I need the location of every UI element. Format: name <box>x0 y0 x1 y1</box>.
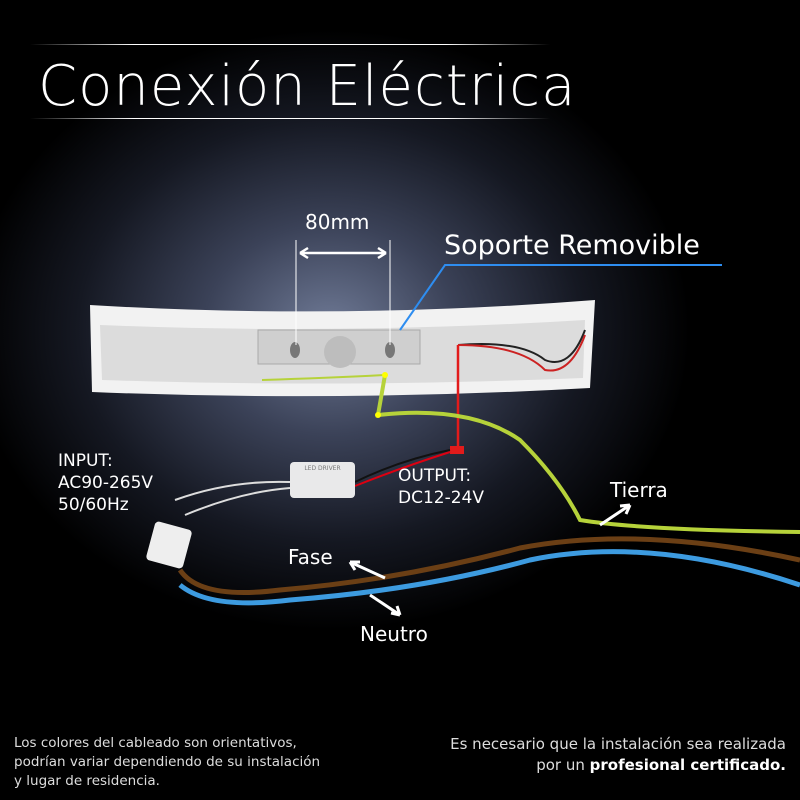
mounting-hole <box>290 342 300 358</box>
led-driver: LED DRIVER <box>290 462 355 498</box>
phase-wire <box>177 536 800 595</box>
output-voltage: DC12-24V <box>398 488 484 508</box>
internal-black-wire <box>457 329 586 363</box>
internal-earth-wire <box>261 374 386 381</box>
neutro-arrow <box>369 593 402 617</box>
neutral-label: Neutro <box>360 622 428 646</box>
dimension-label: 80mm <box>305 210 370 234</box>
input-label: INPUT: <box>58 451 113 471</box>
output-connector <box>450 446 464 454</box>
input-frequency: 50/60Hz <box>58 495 129 515</box>
earth-label: Tierra <box>610 478 668 502</box>
fase-arrow <box>348 560 386 580</box>
installation-notice: Es necesario que la instalación sea real… <box>450 734 786 776</box>
notice-line: por un profesional certificado. <box>450 755 786 776</box>
input-spec: INPUT: AC90-265V 50/60Hz <box>58 450 153 516</box>
terminal-block <box>146 521 192 569</box>
internal-red-wire <box>457 334 586 372</box>
earth-wire <box>375 374 800 534</box>
output-spec: OUTPUT: DC12-24V <box>398 465 484 509</box>
tierra-arrow <box>599 503 632 527</box>
earth-junction <box>375 412 381 418</box>
bracket-label: Soporte Removible <box>444 230 700 261</box>
bracket-cutout <box>324 336 356 368</box>
earth-junction <box>382 372 388 378</box>
title-rule-bottom <box>30 118 550 119</box>
output-label: OUTPUT: <box>398 466 472 486</box>
driver-black-wire <box>354 449 451 483</box>
notice-emphasis: profesional certificado. <box>589 756 786 774</box>
disclaimer-line: y lugar de residencia. <box>14 773 160 789</box>
driver-label: LED DRIVER <box>304 465 341 472</box>
dimension-arrow <box>299 246 387 260</box>
neutral-wire <box>178 549 800 606</box>
title-rule-top <box>30 44 550 45</box>
disclaimer-line: Los colores del cableado son orientativo… <box>14 735 297 751</box>
input-wires <box>174 480 291 516</box>
notice-prefix: por un <box>536 756 585 774</box>
color-disclaimer: Los colores del cableado son orientativo… <box>14 734 320 791</box>
page-title: Conexión Eléctrica <box>38 54 577 119</box>
notice-line: Es necesario que la instalación sea real… <box>450 735 786 753</box>
pointer-line <box>399 264 722 331</box>
driver-red-wire <box>354 451 451 487</box>
input-voltage: AC90-265V <box>58 473 154 493</box>
phase-label: Fase <box>288 545 333 569</box>
disclaimer-line: podrían variar dependiendo de su instala… <box>14 754 321 770</box>
mounting-hole <box>385 342 395 358</box>
